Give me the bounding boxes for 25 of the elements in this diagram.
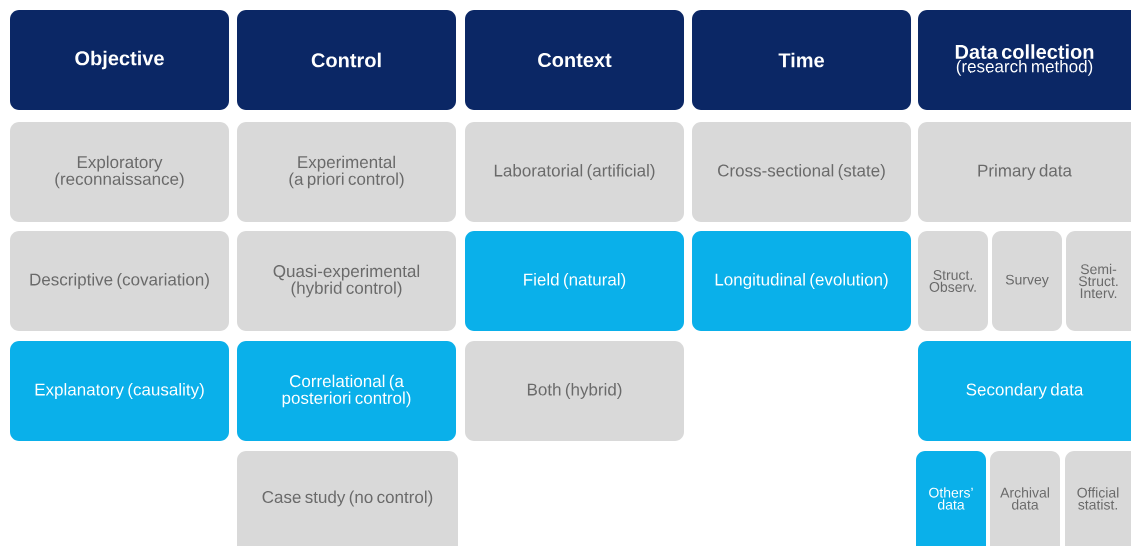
category-box: Descriptive (covariation) [10, 231, 229, 331]
category-box: Field (natural) [465, 231, 684, 331]
category-box: Struct. Observ. [918, 231, 988, 331]
category-box: Exploratory (reconnaissance) [10, 122, 229, 222]
header-box: Data collection (research method) [918, 10, 1131, 110]
category-box: Primary data [918, 122, 1131, 222]
header-box: Context [465, 10, 684, 110]
header-box: Control [237, 10, 456, 110]
category-box: Laboratorial (artificial) [465, 122, 684, 222]
category-box: Semi-Struct. Interv. [1066, 231, 1131, 331]
category-box: Archival data [990, 451, 1060, 546]
category-box: Cross-sectional (state) [692, 122, 911, 222]
category-box: Longitudinal (evolution) [692, 231, 911, 331]
category-box: Experimental (a priori control) [237, 122, 456, 222]
category-box: Quasi-experimental (hybrid control) [237, 231, 456, 331]
category-box: Correlational (a posteriori control) [237, 341, 456, 441]
category-box: Case study (no control) [237, 451, 458, 546]
header-box: Objective [10, 10, 229, 110]
header-box: Time [692, 10, 911, 110]
category-box: Others’ data [916, 451, 986, 546]
category-box: Survey [992, 231, 1062, 331]
category-box: Secondary data [918, 341, 1131, 441]
category-box: Explanatory (causality) [10, 341, 229, 441]
category-box: Official statist. [1065, 451, 1131, 546]
category-box: Both (hybrid) [465, 341, 684, 441]
